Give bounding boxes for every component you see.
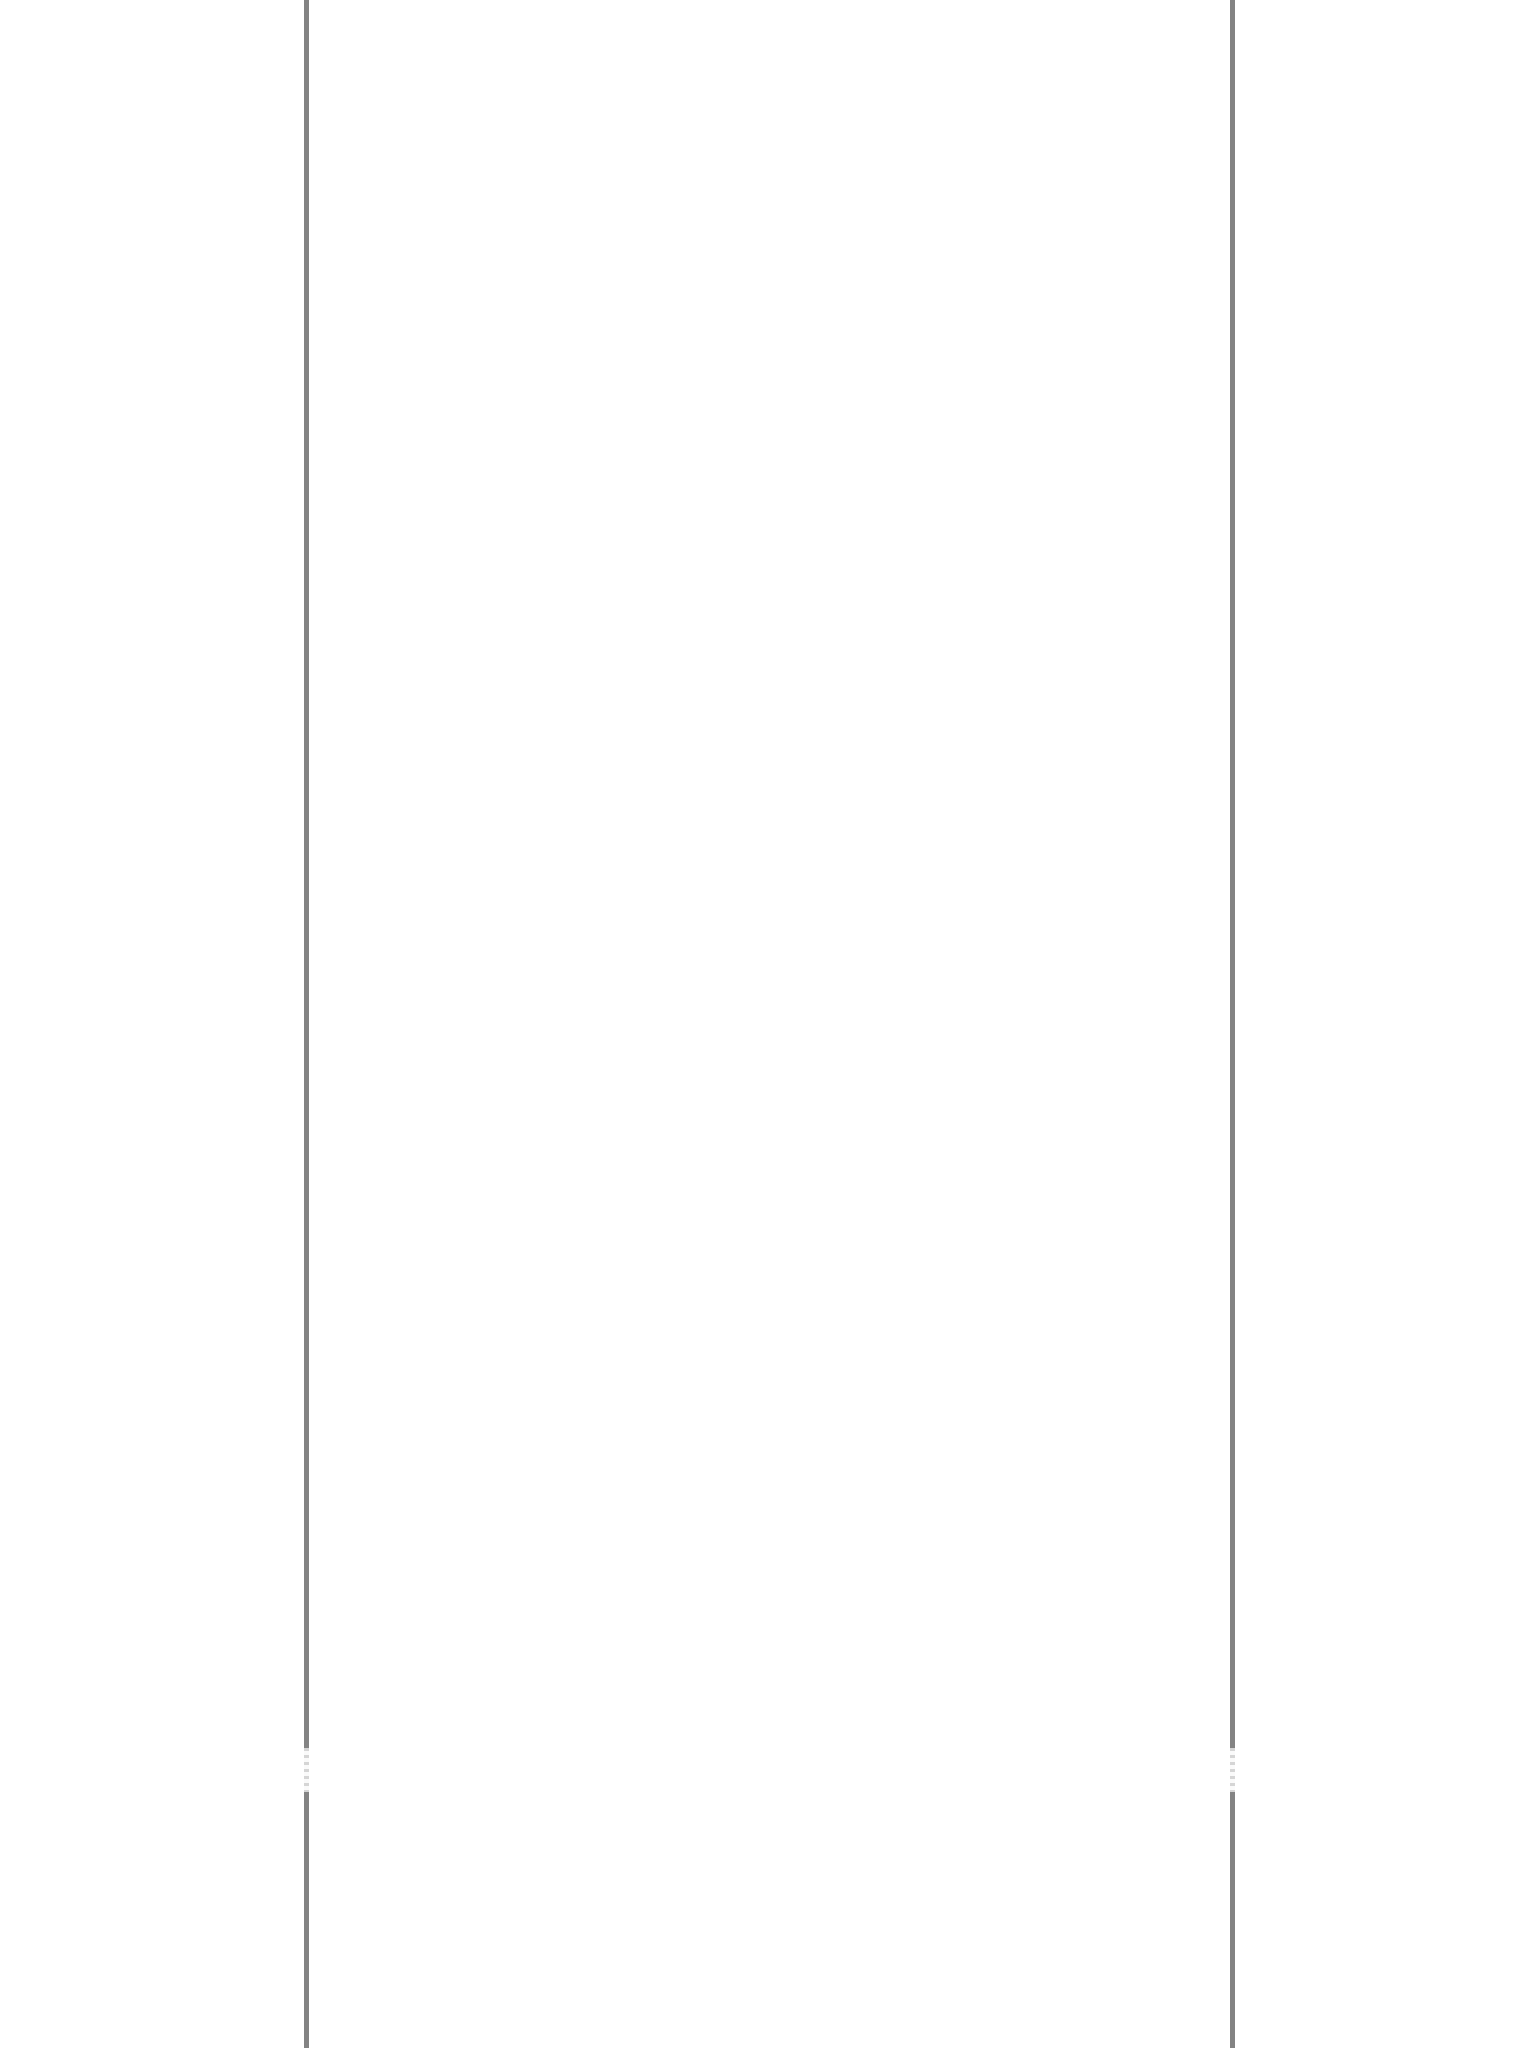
left-border-line [304,0,309,2048]
left-line-mark [304,1748,309,1792]
right-line-mark [1230,1748,1235,1792]
right-border-line [1230,0,1235,2048]
